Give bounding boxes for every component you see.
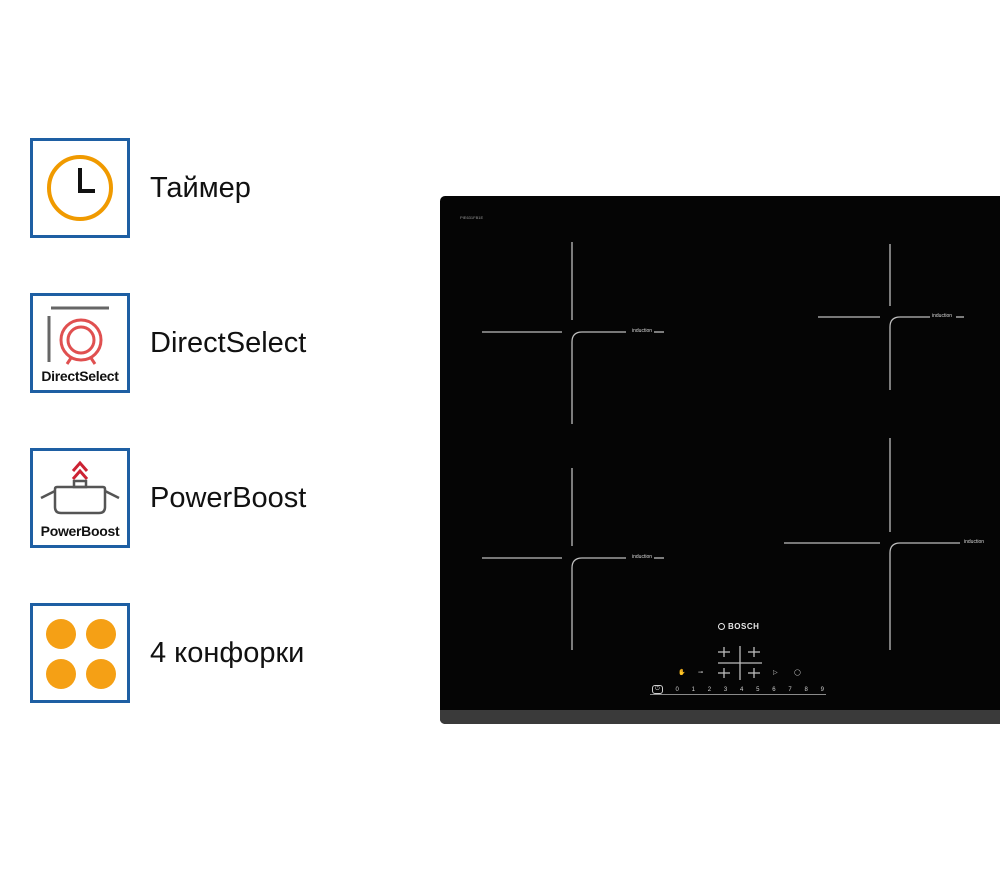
zone-label-top-right: induction xyxy=(932,313,953,319)
feature-four-burners: 4 конфорки xyxy=(30,603,410,703)
scale-value: 7 xyxy=(788,686,792,693)
direct-select-icon: DirectSelect xyxy=(30,293,130,393)
feature-label-directselect: DirectSelect xyxy=(150,326,307,359)
key-lock-icon[interactable]: ⊸ xyxy=(698,670,704,676)
zone-label-bottom-right: induction xyxy=(964,539,985,545)
feature-label-powerboost: PowerBoost xyxy=(150,481,307,514)
timer-select-icon[interactable]: ▷ xyxy=(773,670,778,676)
hob-frame-edge xyxy=(440,710,1000,724)
brand-name: BOSCH xyxy=(728,622,760,631)
feature-label-timer: Таймер xyxy=(150,171,251,204)
scale-value: 1 xyxy=(691,686,695,693)
power-level-slider[interactable]: ⏻ 0 1 2 3 4 5 6 7 8 9 xyxy=(650,685,826,695)
feature-directselect: DirectSelect DirectSelect xyxy=(30,293,410,393)
power-boost-icon: PowerBoost xyxy=(30,448,130,548)
scale-value: 9 xyxy=(820,686,824,693)
bosch-logo-icon xyxy=(718,623,725,631)
feature-label-four-burners: 4 конфорки xyxy=(150,636,305,669)
feature-timer: Таймер xyxy=(30,138,410,238)
four-burners-icon xyxy=(30,603,130,703)
brand-logo: BOSCH xyxy=(718,622,759,631)
scale-value: 0 xyxy=(675,686,679,693)
scale-value: 6 xyxy=(772,686,776,693)
scale-value: 3 xyxy=(723,686,728,693)
timer-clock-control-icon[interactable]: ◯ xyxy=(794,670,801,676)
scale-value: 8 xyxy=(804,686,808,693)
scale-value: 5 xyxy=(756,686,760,693)
zone-label-top-left: induction xyxy=(632,328,653,334)
power-boost-caption: PowerBoost xyxy=(40,523,120,539)
hob-model-code: PIE631FB1E xyxy=(460,215,484,220)
zone-label-bottom-left: induction xyxy=(632,554,653,560)
cooking-zone-markings xyxy=(482,242,964,680)
scale-value: 2 xyxy=(707,686,712,693)
scale-value: 4 xyxy=(740,686,744,693)
child-lock-icon[interactable]: ✋ xyxy=(678,670,686,676)
direct-select-caption: DirectSelect xyxy=(41,368,119,384)
power-on-off-icon[interactable]: ⏻ xyxy=(652,685,663,694)
induction-hob-image: PIE631FB1E xyxy=(440,196,1000,724)
feature-powerboost: PowerBoost PowerBoost xyxy=(30,448,410,548)
timer-clock-icon xyxy=(30,138,130,238)
